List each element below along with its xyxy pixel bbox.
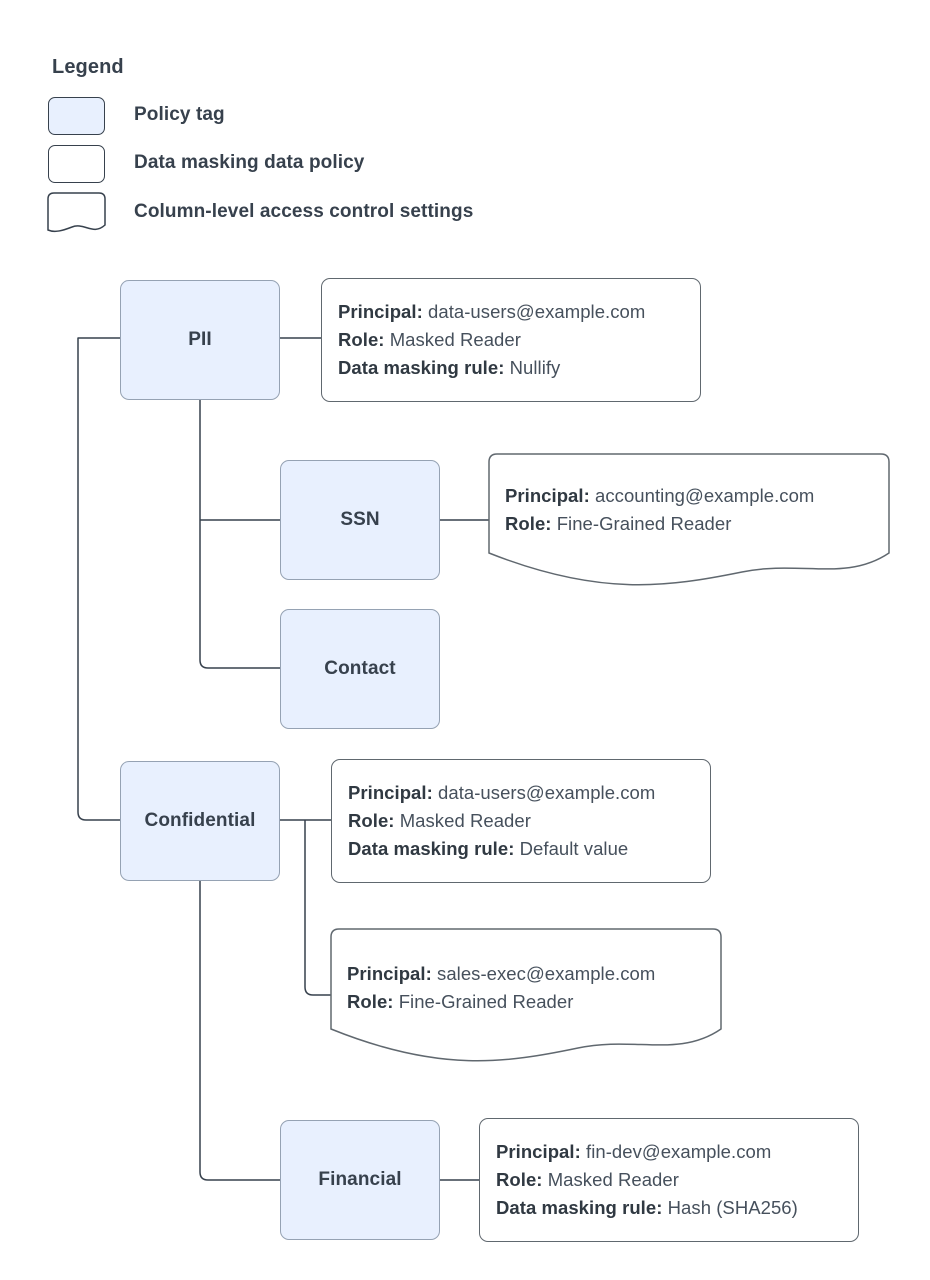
- policy-line-value: accounting@example.com: [595, 485, 815, 506]
- policy-line-key: Role:: [348, 810, 395, 831]
- policy-line-key: Role:: [347, 991, 394, 1012]
- legend-label-policy-tag: Policy tag: [134, 104, 225, 125]
- policy-line-value: Nullify: [509, 357, 561, 378]
- policy-line-value: sales-exec@example.com: [437, 963, 656, 984]
- legend-label-data-masking-policy: Data masking data policy: [134, 152, 365, 173]
- legend-swatch-policy-tag: [48, 97, 105, 135]
- policy-line-value: Default value: [519, 838, 629, 859]
- policy-line: Principal: sales-exec@example.com: [347, 960, 705, 988]
- policy-tag-node-contact[interactable]: Contact: [280, 609, 440, 729]
- policy-line-key: Principal:: [338, 301, 423, 322]
- policy-line-key: Data masking rule:: [348, 838, 515, 859]
- policy-line: Principal: fin-dev@example.com: [496, 1138, 842, 1166]
- policy-line-value: Masked Reader: [547, 1169, 679, 1190]
- financial-data-masking-policy-box[interactable]: Principal: fin-dev@example.com Role: Mas…: [479, 1118, 859, 1242]
- ssn-access-control-box[interactable]: Principal: accounting@example.com Role: …: [489, 454, 889, 584]
- policy-line-value: data-users@example.com: [438, 782, 656, 803]
- connector-confidential-financial: [199, 881, 280, 1181]
- policy-line: Role: Fine-Grained Reader: [347, 988, 705, 1016]
- legend-label-access-control: Column-level access control settings: [134, 201, 474, 222]
- pii-data-masking-policy-box[interactable]: Principal: data-users@example.com Role: …: [321, 278, 701, 402]
- policy-line: Role: Masked Reader: [496, 1166, 842, 1194]
- legend-swatch-data-masking-policy: [48, 145, 105, 183]
- policy-tag-node-financial[interactable]: Financial: [280, 1120, 440, 1240]
- policy-line-value: data-users@example.com: [428, 301, 646, 322]
- policy-line-value: fin-dev@example.com: [586, 1141, 772, 1162]
- legend-swatch-wavy-bottom-rect: [47, 192, 106, 233]
- policy-line: Data masking rule: Nullify: [338, 354, 684, 382]
- policy-line: Data masking rule: Hash (SHA256): [496, 1194, 842, 1222]
- connector-trunk: [77, 337, 120, 821]
- policy-line-value: Masked Reader: [389, 329, 521, 350]
- connector-pii-children-spine: [199, 400, 280, 669]
- confidential-data-masking-policy-box[interactable]: Principal: data-users@example.com Role: …: [331, 759, 711, 883]
- policy-line-value: Fine-Grained Reader: [398, 991, 574, 1012]
- policy-line: Principal: data-users@example.com: [348, 779, 694, 807]
- policy-line-key: Data masking rule:: [496, 1197, 663, 1218]
- policy-line: Principal: data-users@example.com: [338, 298, 684, 326]
- policy-line: Role: Masked Reader: [338, 326, 684, 354]
- policy-line-key: Principal:: [348, 782, 433, 803]
- policy-tag-node-ssn[interactable]: SSN: [280, 460, 440, 580]
- policy-line-key: Principal:: [496, 1141, 581, 1162]
- confidential-access-box-shape: [330, 928, 722, 1062]
- policy-line-key: Data masking rule:: [338, 357, 505, 378]
- policy-line: Data masking rule: Default value: [348, 835, 694, 863]
- policy-line-key: Principal:: [347, 963, 432, 984]
- ssn-access-box-shape: [488, 453, 890, 586]
- connector-confidential-access: [304, 820, 331, 996]
- policy-line-value: Fine-Grained Reader: [556, 513, 732, 534]
- policy-line: Role: Fine-Grained Reader: [505, 510, 873, 538]
- legend-title: Legend: [52, 56, 124, 78]
- policy-line-value: Hash (SHA256): [667, 1197, 798, 1218]
- confidential-access-control-box[interactable]: Principal: sales-exec@example.com Role: …: [331, 929, 721, 1059]
- policy-line: Principal: accounting@example.com: [505, 482, 873, 510]
- policy-line: Role: Masked Reader: [348, 807, 694, 835]
- policy-line-key: Role:: [338, 329, 385, 350]
- policy-line-key: Principal:: [505, 485, 590, 506]
- policy-line-key: Role:: [505, 513, 552, 534]
- policy-tag-node-pii[interactable]: PII: [120, 280, 280, 400]
- policy-line-value: Masked Reader: [399, 810, 531, 831]
- policy-line-key: Role:: [496, 1169, 543, 1190]
- policy-tag-node-confidential[interactable]: Confidential: [120, 761, 280, 881]
